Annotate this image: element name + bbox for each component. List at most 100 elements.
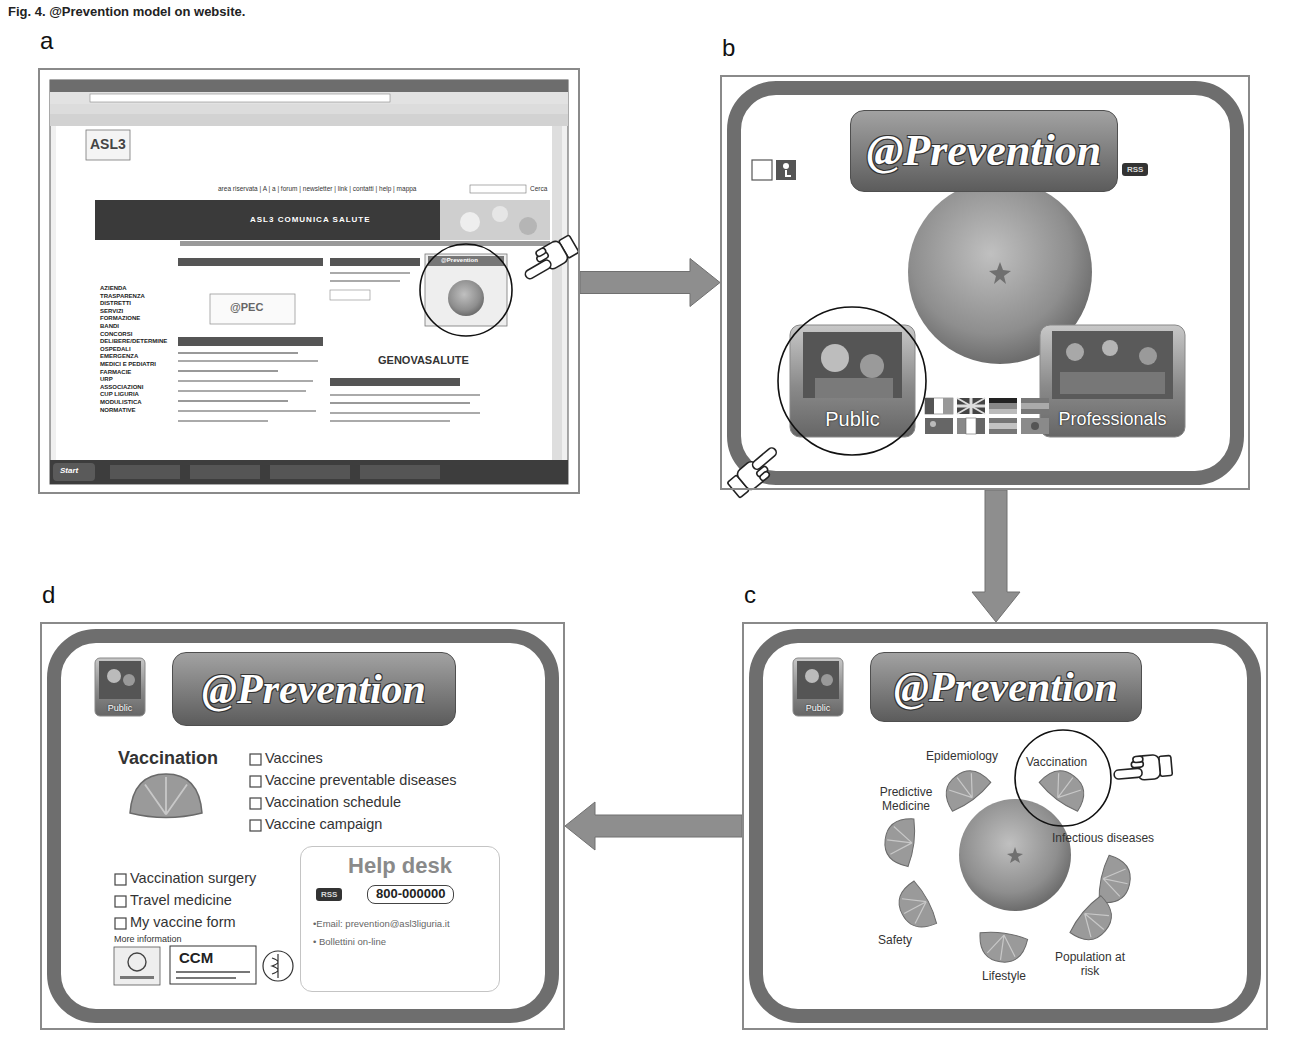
public-area-mockup-part <box>805 669 819 683</box>
browser-screenshot-part <box>518 233 580 283</box>
browser-screenshot-part <box>448 280 484 316</box>
language-flags-part <box>930 421 936 427</box>
panel-letter: d <box>42 582 55 608</box>
site-menu-item: MODULISTICA <box>100 399 142 405</box>
language-flags-part <box>989 403 1017 409</box>
language-flags-part <box>989 398 1017 403</box>
vaccination-page-mockup-part <box>170 946 256 984</box>
topic-label: Infectious diseases <box>1052 832 1154 846</box>
browser-screenshot-part <box>178 352 298 354</box>
panel-letter: a <box>40 28 53 54</box>
home-page-mockup-part <box>776 160 796 180</box>
language-flags-part <box>1021 418 1049 434</box>
browser-screenshot-part <box>330 420 450 422</box>
topic-label: Safety <box>878 934 912 948</box>
browser-screenshot-part <box>210 294 295 324</box>
site-slogan: ASL3 COMUNICA SALUTE <box>250 215 371 224</box>
home-page-mockup-part <box>1139 347 1157 365</box>
topic-label: Predictive Medicine <box>866 786 946 814</box>
browser-screenshot-part <box>330 280 400 282</box>
site-menu-item: SERVIZI <box>100 308 123 314</box>
node-text: Help desk <box>348 853 452 879</box>
search-button: Cerca <box>530 185 547 192</box>
browser-screenshot-part <box>53 463 95 481</box>
public-area-mockup-part <box>1015 730 1111 826</box>
vaccination-page-mockup-part <box>272 954 278 978</box>
vaccination-page-mockup-part-part <box>250 776 261 787</box>
nav-links: area riservata | A | a | forum | newslet… <box>218 185 417 192</box>
home-page-mockup-part <box>989 262 1011 284</box>
home-page-mockup-part <box>860 354 884 378</box>
menu-item: Vaccination schedule <box>265 794 401 811</box>
section-heading: Vaccination <box>118 748 218 769</box>
vaccination-page-mockup-part <box>54 636 552 1016</box>
public-area-mockup <box>756 636 1254 1016</box>
banner-title: @Prevention <box>894 664 1118 710</box>
site-menu-item: FARMACIE <box>100 369 131 375</box>
home-page-mockup-part <box>790 325 915 437</box>
public-area-mockup-part <box>959 799 1071 911</box>
browser-screenshot-part <box>519 217 537 235</box>
site-menu-item: TRASPARENZA <box>100 293 145 299</box>
rss-icon: RSS <box>316 888 342 901</box>
more-info-label: More information <box>114 934 182 944</box>
browser-screenshot-part <box>178 360 318 362</box>
public-area-mockup-part <box>1113 753 1173 782</box>
language-flags-part <box>976 418 985 434</box>
flow-arrow <box>972 490 1020 622</box>
home-page-mockup-part <box>752 160 772 180</box>
vaccination-page-mockup-part <box>176 977 236 979</box>
site-menu-item: MEDICI E PEDIATRI <box>100 361 156 367</box>
site-menu-item: DELIBERE/DETERMINE <box>100 338 167 344</box>
language-flags-part <box>925 398 953 414</box>
panel-frame: c@PreventionPublic <box>742 622 1268 1030</box>
browser-screenshot-part <box>420 244 512 336</box>
vaccination-page-mockup-part <box>130 774 202 818</box>
site-menu-item: FORMAZIONE <box>100 315 140 321</box>
vaccination-page-mockup-part <box>107 669 121 683</box>
browser-screenshot-part <box>178 390 306 392</box>
browser-screenshot-part <box>460 212 480 232</box>
vaccination-page-mockup-part <box>120 976 154 979</box>
title-area: Fig. 4. @Prevention model on website. <box>8 4 245 19</box>
home-page-mockup-part <box>815 378 893 398</box>
public-area-mockup-part <box>937 762 993 814</box>
help-desk-box: Help desk800-000000•Email: prevention@as… <box>300 846 500 992</box>
language-flags-part <box>925 418 953 434</box>
browser-screenshot-part <box>552 126 562 460</box>
vaccination-page-mockup-part-part <box>115 918 126 929</box>
language-flags-part <box>957 398 985 414</box>
banner-title: @Prevention <box>867 127 1102 175</box>
browser-screenshot-part <box>178 337 323 346</box>
language-flags-part <box>989 418 1017 423</box>
widget-title: @Prevention <box>441 257 478 264</box>
logo-text: ASL3 <box>90 136 126 152</box>
audience-icon: Public <box>793 658 843 716</box>
panel-letter: c <box>744 582 756 608</box>
vaccination-page-mockup-part-part <box>250 820 261 831</box>
audience-button: Public <box>790 325 915 437</box>
vaccination-page-mockup-part-part <box>115 896 126 907</box>
vaccination-page-mockup-part <box>263 951 293 981</box>
topic-label: Vaccination <box>1026 756 1087 770</box>
browser-screenshot-part <box>190 465 260 479</box>
figure-title: Fig. 4. @Prevention model on website. <box>8 4 245 19</box>
public-area-mockup-part <box>891 880 939 936</box>
home-page-mockup-part <box>1102 340 1118 356</box>
flow-arrow <box>565 802 742 850</box>
language-flags-part <box>925 398 934 414</box>
language-flags-part <box>943 398 953 414</box>
browser-screenshot-part <box>425 254 507 326</box>
node-text: Professionals <box>1058 410 1166 430</box>
browser-screenshot-part <box>330 290 370 300</box>
site-banner: @Prevention <box>850 110 1118 192</box>
browser-screenshot-part <box>50 80 568 92</box>
audience-icon: Public <box>95 658 145 716</box>
node-text: Public <box>825 408 879 430</box>
home-page-mockup-part <box>726 444 786 500</box>
browser-screenshot-part <box>178 420 268 422</box>
home-page-mockup-part <box>821 344 849 372</box>
public-area-mockup-part <box>882 816 917 867</box>
vaccination-page-mockup-part <box>114 947 160 985</box>
language-flags-part <box>1021 403 1049 409</box>
